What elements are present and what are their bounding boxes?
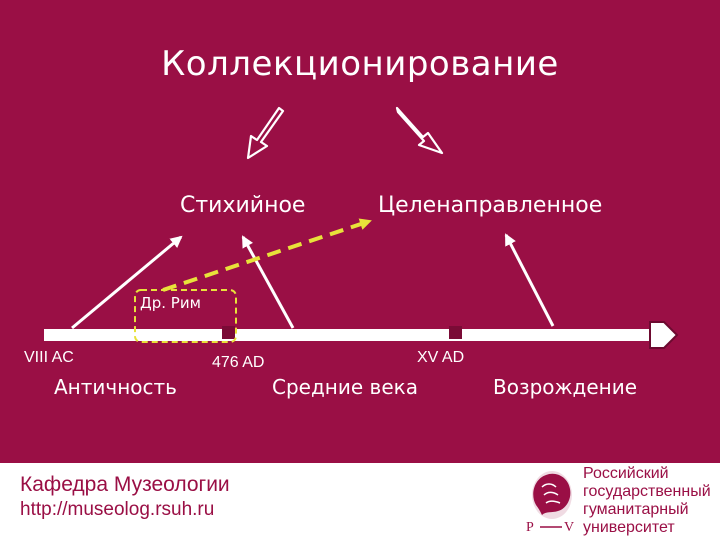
svg-text:V: V <box>564 520 574 535</box>
era-antiquity: Античность <box>54 375 177 399</box>
tick-marker-xv <box>449 326 462 339</box>
arrow-renaissance-to-purposeful <box>504 233 555 327</box>
department-name: Кафедра Музеологии <box>20 473 230 496</box>
era-middle-ages: Средние века <box>272 375 418 399</box>
branch-purposeful: Целенаправленное <box>378 193 603 218</box>
university-name-line: государственный <box>583 483 711 500</box>
university-name-line: университет <box>583 519 675 536</box>
footer: Кафедра Музеологии http://museolog.rsuh.… <box>0 463 720 540</box>
department-url[interactable]: http://museolog.rsuh.ru <box>20 499 215 520</box>
branch-spontaneous: Стихийное <box>180 193 306 218</box>
era-renaissance: Возрождение <box>493 375 638 399</box>
hollow-arrow-right <box>395 106 444 155</box>
arrow-antiquity-to-spontaneous <box>71 235 183 330</box>
tick-marker-476 <box>222 326 235 339</box>
timeline-bar <box>44 321 679 349</box>
slide-title: Коллекционирование <box>161 44 559 84</box>
arrow-middle-ages-to-spontaneous <box>241 235 295 329</box>
university-name-line: гуманитарный <box>583 501 689 518</box>
hollow-arrow-left <box>246 106 285 160</box>
tick-label-476-ad: 476 AD <box>212 354 265 371</box>
university-name-line: Российский <box>583 465 669 482</box>
dashed-arrow-rome-to-purposeful <box>162 218 372 292</box>
timeline-diagram <box>44 106 679 349</box>
university-logo-icon: P V <box>526 471 574 535</box>
rome-highlight-box <box>134 289 237 343</box>
rome-label: Др. Рим <box>140 294 201 312</box>
tick-label-viii-ac: VIII AC <box>24 349 74 366</box>
svg-text:P: P <box>526 520 534 535</box>
university-name: Российский государственный гуманитарный … <box>583 465 717 537</box>
tick-label-xv-ad: XV AD <box>417 349 465 366</box>
